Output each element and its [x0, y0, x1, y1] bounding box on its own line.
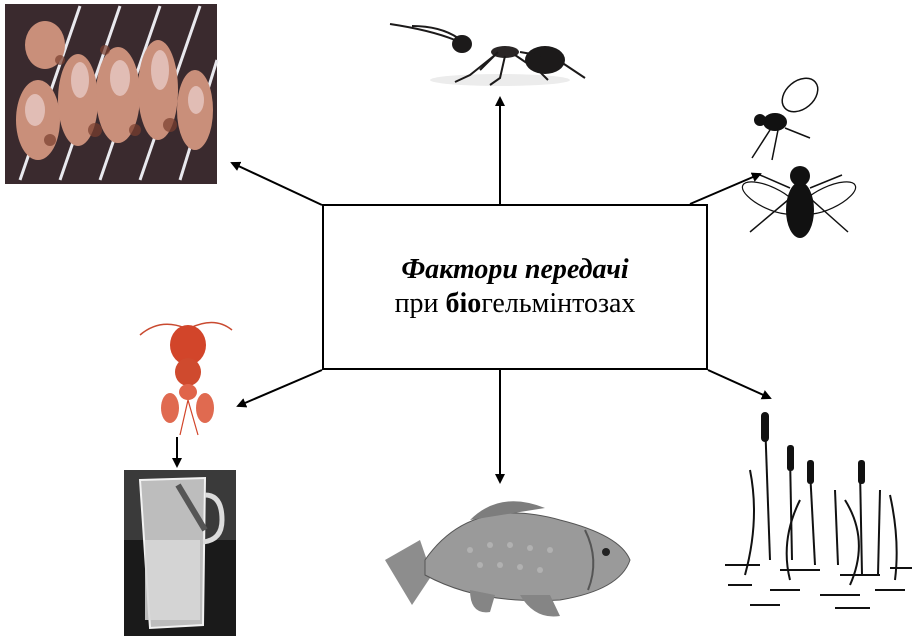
center-subtitle: при біогельмінтозах [395, 287, 636, 321]
ant-image [390, 24, 585, 86]
center-concept-box: Фактори передачі при біогельмінтозах [322, 204, 708, 370]
cyclops-crustacean-image [140, 322, 232, 435]
subtitle-bold: біо [446, 288, 482, 319]
arrow-to-reeds [708, 370, 770, 398]
glass-of-water-image [124, 470, 236, 636]
arrow-to-crustacean [238, 370, 322, 406]
carp-fish-image [385, 501, 630, 616]
shashlik-meat-image [5, 4, 217, 184]
subtitle-prefix: при [395, 288, 446, 319]
subtitle-suffix: гельмінтозах [481, 288, 635, 319]
flies-image [738, 71, 860, 238]
arrow-to-meat [232, 163, 322, 205]
reeds-water-plants-image [725, 412, 912, 608]
center-title: Фактори передачі [401, 253, 628, 287]
